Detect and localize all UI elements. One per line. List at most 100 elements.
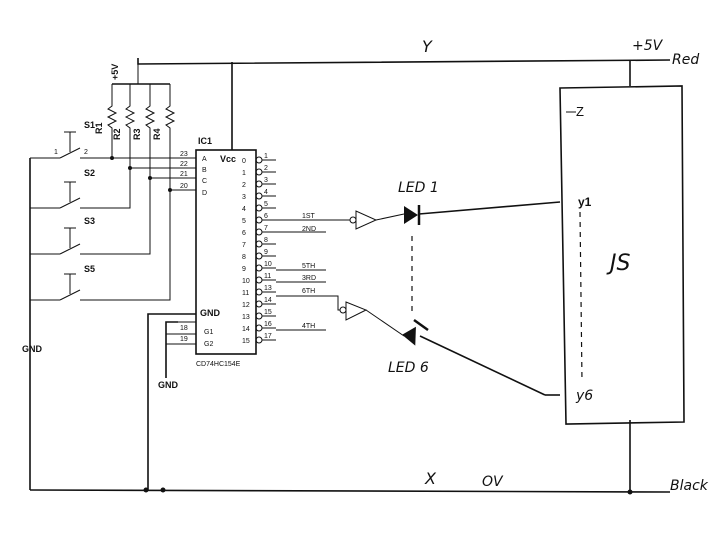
ic1-output-3: 34 — [242, 189, 276, 201]
ic1-part-number: CD74HC154E — [196, 361, 241, 368]
ic1-output-pin-number: 14 — [264, 297, 272, 304]
ic1-output-pin-number: 10 — [264, 261, 272, 268]
js-pin-y6: y6 — [575, 388, 593, 404]
ic1-input-c: C — [202, 178, 207, 185]
ic1-pin-18: 18 — [180, 325, 188, 332]
ic1-output-label: 5 — [242, 218, 246, 225]
switch-pin-b: 2 — [84, 149, 88, 156]
ic1-output-pin-number: 11 — [264, 273, 271, 280]
ic1-output-label: 1 — [242, 170, 246, 177]
ic1-output-9: 9 10 — [242, 261, 276, 273]
ic1-output-bubble — [255, 276, 263, 284]
ground-rail — [29, 420, 671, 495]
plus5v-label: +5V — [632, 38, 664, 54]
ic1-output-bubble — [255, 228, 263, 236]
ic1-output-5: 56 — [242, 213, 276, 225]
ic1-output-0: 01 — [242, 153, 276, 165]
ic1-output-13: 13 15 — [242, 309, 276, 321]
js-pin-y1: y1 — [578, 195, 592, 209]
ic1-output-label: 9 — [242, 266, 246, 273]
ic1-output-pin-number: 17 — [264, 333, 272, 340]
js-pin-z: Z — [576, 104, 584, 119]
switch-s3-label: S3 — [84, 216, 95, 226]
resistor-r2-label: R2 — [112, 128, 122, 140]
ic1-output-label: 4 — [242, 206, 246, 213]
ic1-pin-23: 23 — [180, 151, 188, 158]
ic1-output-bubble — [255, 264, 263, 272]
ic1-output-14: 14 16 — [242, 321, 276, 333]
ic1-output-bubble — [255, 156, 263, 164]
ic1-pin-22: 22 — [180, 161, 188, 168]
ic1-output-bubble — [255, 204, 263, 212]
ic1-output-12: 12 14 — [242, 297, 276, 309]
js-box — [559, 85, 685, 425]
inverter-6 — [339, 301, 405, 337]
ic1-output-pins: 0112233445566778899101011111312141315141… — [242, 153, 276, 345]
switch-s1-label: S1 — [84, 120, 95, 130]
ic1-output-label: 15 — [242, 338, 250, 345]
ic1-output-pin-number: 16 — [264, 321, 272, 328]
ic1-output-pin-number: 15 — [264, 309, 272, 316]
ic1-output-label: 2 — [242, 182, 246, 189]
ic1-output-label: 13 — [242, 314, 250, 321]
ic1-output-pin-number: 6 — [264, 213, 268, 220]
ic1-output-4: 45 — [242, 201, 276, 213]
ic1-output-bubble — [255, 336, 263, 344]
ic1-output-pin-number: 5 — [264, 201, 268, 208]
resistor-r3-label: R3 — [132, 128, 142, 140]
led1-label: LED 1 — [398, 180, 439, 196]
ic1-output-bubble — [255, 312, 263, 320]
ic1-input-a: A — [202, 156, 207, 163]
ic1-pin-19: 19 — [180, 336, 188, 343]
ic1-output-pin-number: 4 — [264, 189, 268, 196]
ic1-output-bubble — [255, 216, 263, 224]
ic1-enable-g1: G1 — [204, 329, 213, 336]
ic1-output-1: 12 — [242, 165, 276, 177]
output-6th: 6TH — [302, 288, 315, 295]
output-3rd: 3RD — [302, 275, 316, 282]
ic1-output-6: 67 — [242, 225, 276, 237]
ic1-pin-20: 20 — [180, 183, 188, 190]
ic1-output-pin-number: 3 — [264, 177, 268, 184]
ic1-output-pin-number: 9 — [264, 249, 268, 256]
output-5th: 5TH — [302, 263, 315, 270]
ic1-pin-21: 21 — [180, 171, 188, 178]
ic1-input-d: D — [202, 190, 207, 197]
ic1-chip — [147, 149, 257, 490]
ic1-output-8: 89 — [242, 249, 276, 261]
ic1-output-label: 12 — [242, 302, 250, 309]
output-wires — [276, 219, 350, 331]
switch-pin-a: 1 — [54, 149, 58, 156]
ic1-input-b: B — [202, 167, 207, 174]
ic1-enable-g2: G2 — [204, 341, 213, 348]
switch-s2-label: S2 — [84, 168, 95, 178]
ic1-output-label: 6 — [242, 230, 246, 237]
ic1-output-bubble — [255, 252, 263, 260]
plus5v-rail — [137, 58, 671, 150]
y-rail-label: Y — [422, 37, 433, 56]
ic1-output-label: 3 — [242, 194, 246, 201]
led6 — [402, 318, 560, 396]
switch-array — [29, 131, 196, 490]
resistor-bank — [106, 64, 176, 148]
ic1-output-label: 14 — [242, 326, 250, 333]
ic1-output-pin-number: 7 — [264, 225, 268, 232]
gnd-ic-label: GND — [158, 380, 179, 390]
resistor-r1-label: R1 — [94, 122, 104, 134]
ic1-output-10: 10 11 — [242, 273, 276, 285]
ic1-output-bubble — [255, 240, 263, 248]
ic1-output-label: 7 — [242, 242, 246, 249]
ov-label: OV — [482, 474, 504, 490]
red-wire-label: Red — [672, 52, 699, 68]
resistor-r4-label: R4 — [152, 128, 162, 140]
ic1-output-label: 10 — [242, 278, 250, 285]
switch-s5-label: S5 — [84, 264, 95, 274]
black-wire-label: Black — [670, 478, 709, 494]
ic1-output-label: 0 — [242, 158, 246, 165]
ic1-gnd-label: GND — [200, 308, 221, 318]
output-2nd: 2ND — [302, 226, 316, 233]
output-4th: 4TH — [302, 323, 315, 330]
ic1-output-bubble — [255, 324, 263, 332]
